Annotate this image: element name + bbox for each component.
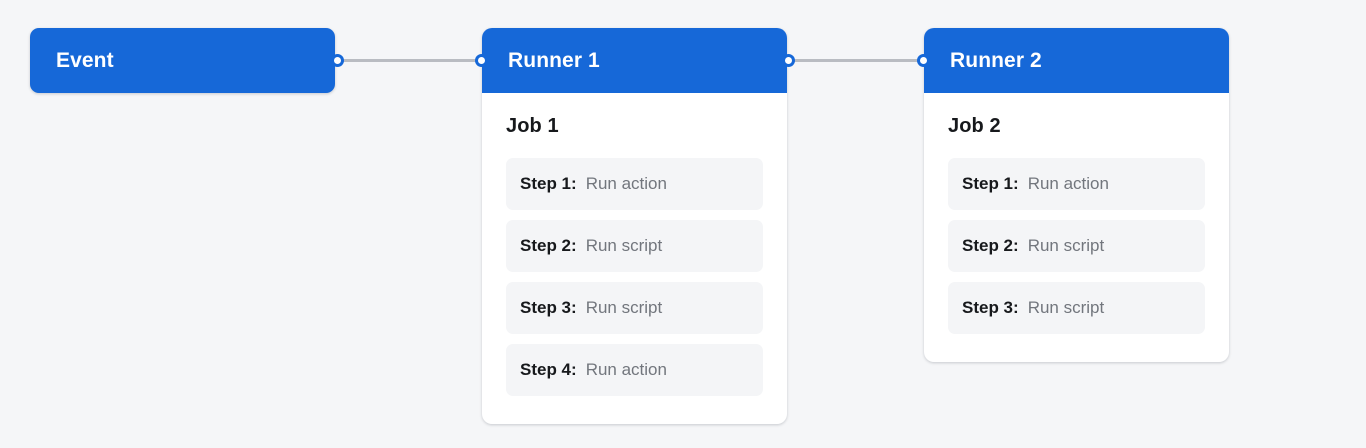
step-label: Step 3: <box>962 298 1019 317</box>
step-value: Run script <box>585 236 663 255</box>
connector-port-runner1-output[interactable] <box>782 54 795 67</box>
step-label: Step 3: <box>520 298 577 317</box>
runner-1-body: Job 1 Step 1: Run action Step 2: Run scr… <box>482 93 787 424</box>
step-value: Run script <box>1027 236 1105 255</box>
step-label: Step 4: <box>520 360 577 379</box>
step-value: Run script <box>585 298 663 317</box>
step-row[interactable]: Step 2: Run script <box>506 220 763 272</box>
job-1-title: Job 1 <box>506 115 559 137</box>
event-node[interactable]: Event <box>30 28 335 93</box>
step-row[interactable]: Step 4: Run action <box>506 344 763 396</box>
step-value: Run action <box>1027 174 1109 193</box>
step-label: Step 1: <box>520 174 577 193</box>
connector-port-event-output[interactable] <box>331 54 344 67</box>
edge-runner1-to-runner2 <box>788 59 924 62</box>
step-label: Step 2: <box>520 236 577 255</box>
runner-card-2[interactable]: Runner 2 Job 2 Step 1: Run action Step 2… <box>924 28 1229 362</box>
step-value: Run action <box>585 360 667 379</box>
step-row[interactable]: Step 1: Run action <box>506 158 763 210</box>
runner-2-body: Job 2 Step 1: Run action Step 2: Run scr… <box>924 93 1229 362</box>
runner-card-1[interactable]: Runner 1 Job 1 Step 1: Run action Step 2… <box>482 28 787 424</box>
runner-1-header[interactable]: Runner 1 <box>482 28 787 93</box>
step-row[interactable]: Step 3: Run script <box>506 282 763 334</box>
runner-2-title: Runner 2 <box>950 48 1042 72</box>
runner-1-title: Runner 1 <box>508 48 600 72</box>
job-2-title: Job 2 <box>948 115 1001 137</box>
job-2-step-list: Step 1: Run action Step 2: Run script St… <box>948 158 1205 334</box>
step-label: Step 1: <box>962 174 1019 193</box>
step-row[interactable]: Step 1: Run action <box>948 158 1205 210</box>
runner-2-header[interactable]: Runner 2 <box>924 28 1229 93</box>
event-node-title: Event <box>56 48 114 72</box>
job-1-step-list: Step 1: Run action Step 2: Run script St… <box>506 158 763 396</box>
step-value: Run action <box>585 174 667 193</box>
step-label: Step 2: <box>962 236 1019 255</box>
step-row[interactable]: Step 2: Run script <box>948 220 1205 272</box>
step-value: Run script <box>1027 298 1105 317</box>
edge-event-to-runner1 <box>338 59 484 62</box>
connector-port-runner1-input[interactable] <box>475 54 488 67</box>
connector-port-runner2-input[interactable] <box>917 54 930 67</box>
step-row[interactable]: Step 3: Run script <box>948 282 1205 334</box>
